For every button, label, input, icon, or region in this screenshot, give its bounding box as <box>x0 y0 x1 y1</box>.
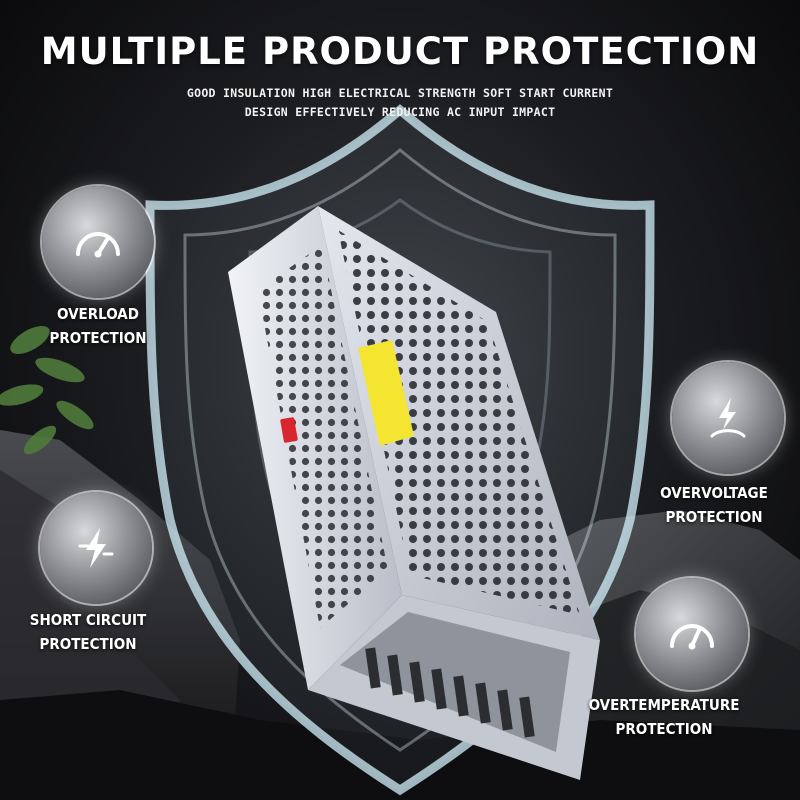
warning-label <box>358 340 414 446</box>
subtitle-line-2: DESIGN EFFECTIVELY REDUCING AC INPUT IMP… <box>244 105 556 119</box>
overtemperature-badge <box>636 578 748 690</box>
overload-badge <box>42 186 154 298</box>
headline-title: MULTIPLE PRODUCT PROTECTION <box>40 30 760 73</box>
voltage-bolt-icon <box>710 398 746 438</box>
subtitle-line-1: GOOD INSULATION HIGH ELECTRICAL STRENGTH… <box>186 86 614 100</box>
overvoltage-label: OVERVOLTAGE PROTECTION <box>660 484 768 526</box>
gauge-icon <box>76 232 120 258</box>
short-circuit-label: SHORT CIRCUIT PROTECTION <box>29 611 147 653</box>
headline-subtitle: GOOD INSULATION HIGH ELECTRICAL STRENGTH… <box>150 84 650 122</box>
lightning-bolt-icon <box>78 528 114 568</box>
short-circuit-badge <box>40 492 152 604</box>
overload-label: OVERLOAD PROTECTION <box>49 305 147 347</box>
overvoltage-badge <box>672 362 784 474</box>
temperature-gauge-icon <box>670 624 714 650</box>
voltage-switch <box>280 417 298 443</box>
overtemperature-label: OVERTEMPERATURE PROTECTION <box>588 696 740 738</box>
